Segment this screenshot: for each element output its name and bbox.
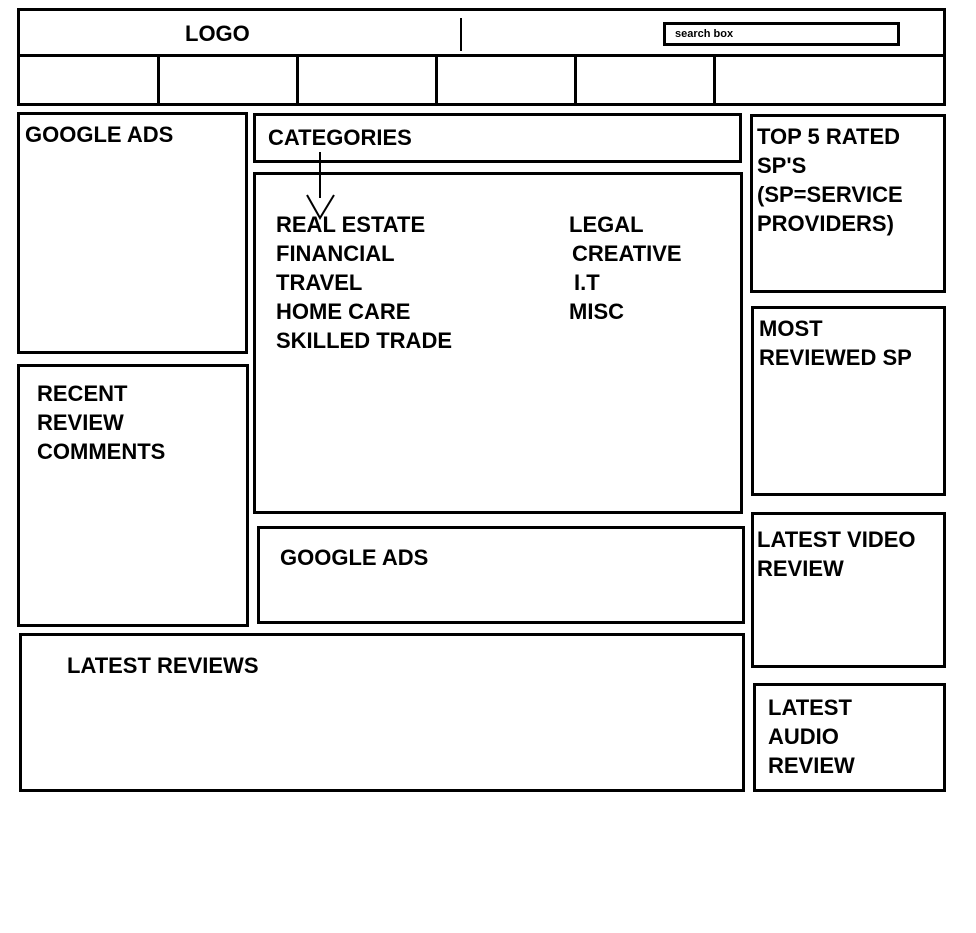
category-column-1: REAL ESTATE FINANCIAL TRAVEL HOME CARE S… (276, 210, 452, 355)
category-home-care[interactable]: HOME CARE (276, 299, 411, 324)
nav-item-3[interactable] (435, 56, 574, 105)
category-creative[interactable]: CREATIVE (572, 241, 682, 266)
top-rated-sp-title: TOP 5 RATED SP'S (SP=SERVICE PROVIDERS) (757, 124, 903, 236)
latest-audio-review-title: LATEST AUDIO REVIEW (768, 695, 855, 778)
category-legal[interactable]: LEGAL (569, 212, 644, 237)
nav-item-5[interactable] (713, 56, 716, 105)
top-rated-sp (750, 114, 946, 293)
google-ads-middle[interactable] (257, 526, 745, 624)
header (17, 8, 946, 106)
google-ads-left[interactable] (17, 112, 248, 354)
header-separator (460, 18, 462, 51)
latest-video-review (751, 512, 946, 668)
latest-reviews (19, 633, 745, 792)
category-real-estate[interactable]: REAL ESTATE (276, 212, 426, 237)
arrow-down-icon (306, 152, 335, 220)
most-reviewed-sp-title: MOST REVIEWED SP (759, 316, 912, 370)
latest-reviews-title: LATEST REVIEWS (67, 653, 259, 678)
category-travel[interactable]: TRAVEL (276, 270, 363, 295)
logo[interactable]: LOGO (185, 21, 250, 46)
nav-item-4[interactable] (574, 56, 713, 105)
category-misc[interactable]: MISC (569, 299, 624, 324)
google-ads-middle-title: GOOGLE ADS (280, 545, 429, 570)
most-reviewed-sp (751, 306, 946, 496)
header-divider (17, 54, 946, 57)
categories-panel (253, 172, 743, 514)
nav-item-2[interactable] (296, 56, 435, 105)
recent-review-comments (17, 364, 249, 627)
google-ads-left-title: GOOGLE ADS (25, 122, 174, 147)
category-it[interactable]: I.T (574, 270, 600, 295)
search-input[interactable]: search box (663, 22, 900, 46)
categories-header (253, 113, 742, 163)
latest-video-review-title: LATEST VIDEO REVIEW (757, 527, 916, 581)
category-column-2: LEGAL CREATIVE I.T MISC (569, 210, 682, 326)
categories-title: CATEGORIES (268, 125, 412, 150)
recent-review-comments-title: RECENT REVIEW COMMENTS (37, 381, 166, 464)
latest-audio-review (753, 683, 946, 792)
search-placeholder: search box (675, 28, 734, 40)
nav-item-1[interactable] (157, 56, 296, 105)
category-skilled-trade[interactable]: SKILLED TRADE (276, 328, 452, 353)
category-financial[interactable]: FINANCIAL (276, 241, 395, 266)
